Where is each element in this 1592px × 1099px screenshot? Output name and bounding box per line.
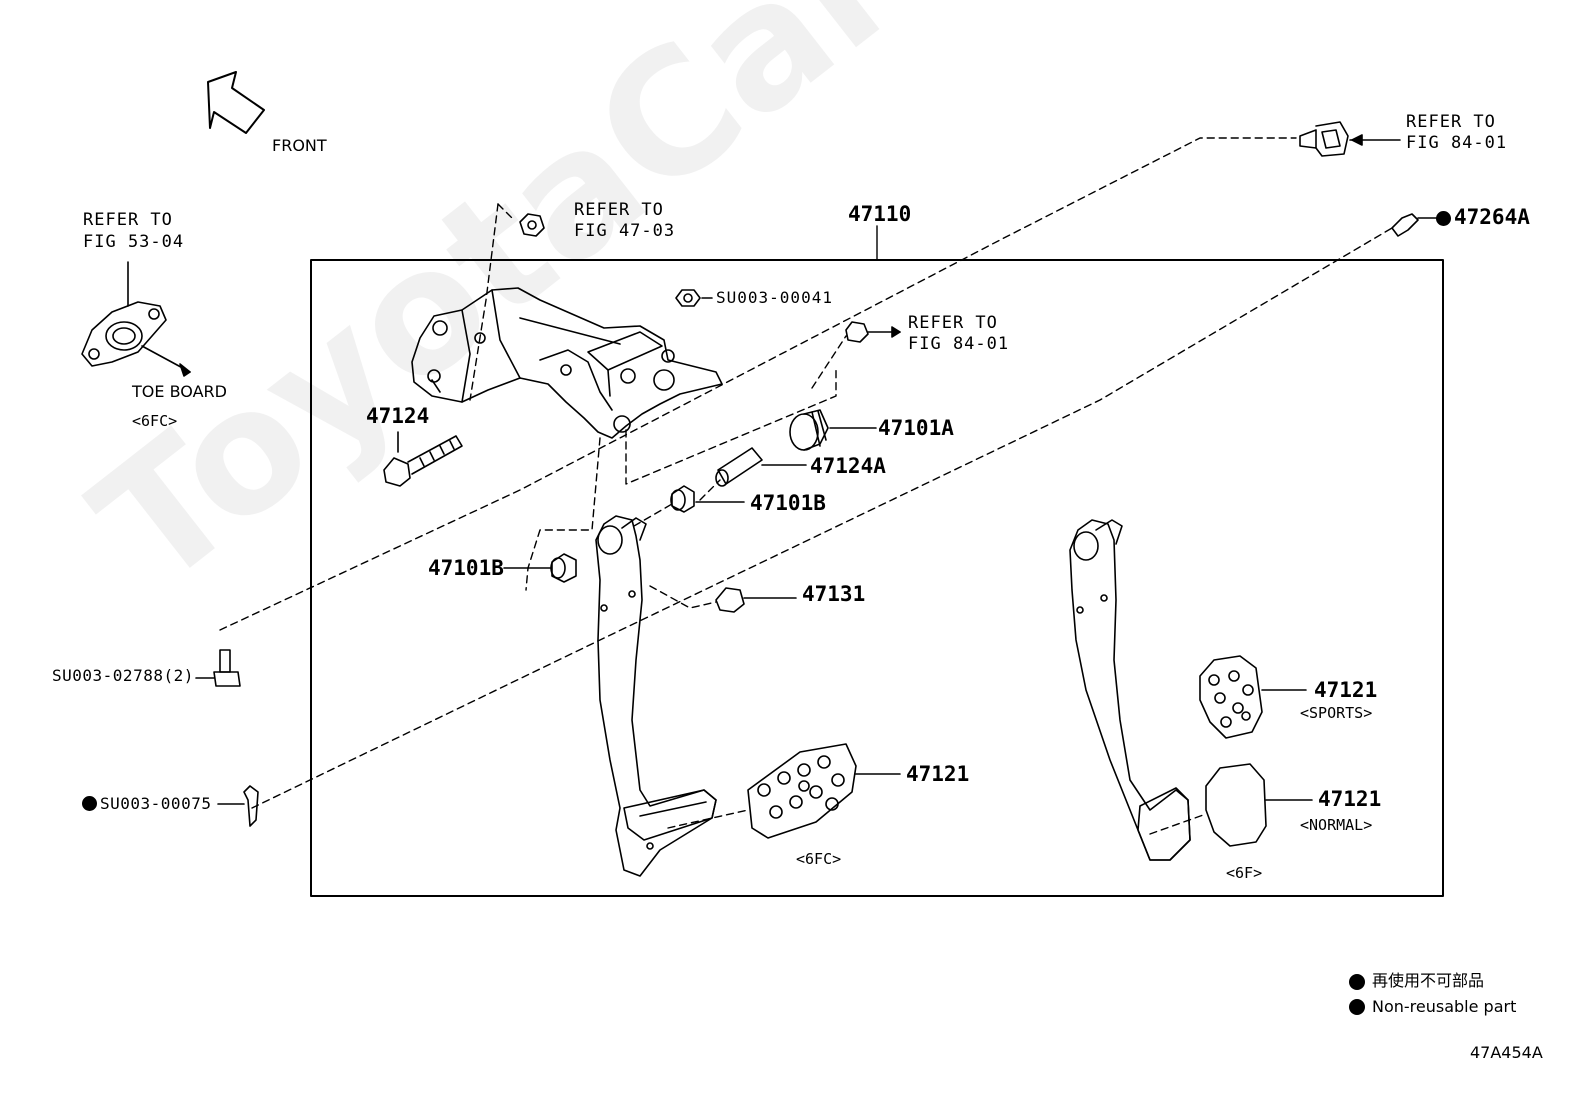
front-arrow-icon bbox=[207, 71, 265, 134]
part-47131-label: 47131 bbox=[802, 582, 866, 606]
part-47121-sports-label: 47121 bbox=[1314, 678, 1378, 702]
part-47124a-label: 47124A bbox=[810, 454, 886, 478]
bushing-47101a-icon bbox=[789, 409, 877, 451]
legend-dot-2 bbox=[1349, 999, 1365, 1015]
pedal-pad-normal-icon bbox=[1205, 763, 1313, 847]
nut-su003-00041-icon bbox=[675, 289, 713, 307]
ref-fig-84-01-mid-line2: FIG 84-01 bbox=[908, 334, 1010, 354]
part-47124-label: 47124 bbox=[366, 404, 430, 428]
variant-sports: <SPORTS> bbox=[1300, 704, 1373, 722]
pedal-bracket-icon bbox=[411, 287, 723, 439]
part-su003-00041-label: SU003-00041 bbox=[716, 288, 833, 307]
part-47101a-label: 47101A bbox=[878, 416, 954, 440]
variant-6fc: <6FC> bbox=[796, 850, 842, 868]
assembly-number: 47110 bbox=[848, 202, 912, 226]
non-reusable-dot bbox=[82, 796, 97, 811]
legend-line2: Non-reusable part bbox=[1372, 997, 1517, 1016]
bolt-su003-02788-icon bbox=[195, 649, 241, 687]
clip-su003-00075-icon bbox=[217, 785, 259, 827]
part-su003-02788-label: SU003-02788(2) bbox=[52, 666, 194, 685]
toe-board-variant: <6FC> bbox=[132, 412, 178, 430]
part-47264a-icon bbox=[1391, 213, 1437, 237]
variant-6f: <6F> bbox=[1226, 864, 1263, 882]
variant-normal: <NORMAL> bbox=[1300, 816, 1373, 834]
pedal-pad-sports-icon bbox=[1199, 655, 1307, 739]
part-47264a-text: 47264A bbox=[1454, 205, 1530, 229]
part-47101b-right-label: 47101B bbox=[750, 491, 826, 515]
non-reusable-dot bbox=[1436, 211, 1451, 226]
part-47101b-left-label: 47101B bbox=[428, 556, 504, 580]
stopper-47131-icon bbox=[715, 587, 797, 613]
toe-board-icon bbox=[81, 261, 191, 377]
clip-icon bbox=[845, 321, 901, 343]
bushing-47101b-left-icon bbox=[503, 553, 577, 583]
legend-line1: 再使用不可部品 bbox=[1372, 971, 1485, 990]
part-su003-00075-label: SU003-00075 bbox=[82, 796, 211, 812]
collar-47124a-icon bbox=[715, 447, 807, 487]
ref-fig-47-03-line2: FIG 47-03 bbox=[574, 221, 676, 241]
ref-fig-84-01-mid-line1: REFER TO bbox=[908, 313, 998, 333]
part-47121-6fc-label: 47121 bbox=[906, 762, 970, 786]
front-label: FRONT bbox=[272, 136, 327, 155]
pedal-arm-6fc-icon bbox=[595, 515, 717, 877]
legend-dot-1 bbox=[1349, 974, 1365, 990]
pedal-arm-6f-icon bbox=[1069, 519, 1191, 861]
part-su003-00075-text: SU003-00075 bbox=[100, 794, 212, 813]
ref-fig-84-01-top-line2: FIG 84-01 bbox=[1406, 133, 1508, 153]
stop-lamp-switch-icon bbox=[1299, 121, 1401, 157]
part-47121-normal-label: 47121 bbox=[1318, 787, 1382, 811]
bracket-nut-icon bbox=[519, 213, 545, 237]
bushing-47101b-right-icon bbox=[670, 485, 745, 513]
pedal-pad-6fc-icon bbox=[747, 743, 901, 839]
ref-fig-47-03-line1: REFER TO bbox=[574, 200, 664, 220]
toe-board-ref-line1: REFER TO bbox=[83, 210, 173, 230]
bolt-47124-icon bbox=[383, 431, 463, 487]
part-47264a-label: 47264A bbox=[1436, 207, 1530, 228]
figure-code: 47A454A bbox=[1470, 1043, 1543, 1062]
toe-board-label: TOE BOARD bbox=[132, 382, 227, 401]
dashed-leader-lines bbox=[219, 137, 1393, 835]
ref-fig-84-01-top-line1: REFER TO bbox=[1406, 112, 1496, 132]
toe-board-ref-line2: FIG 53-04 bbox=[83, 232, 185, 252]
